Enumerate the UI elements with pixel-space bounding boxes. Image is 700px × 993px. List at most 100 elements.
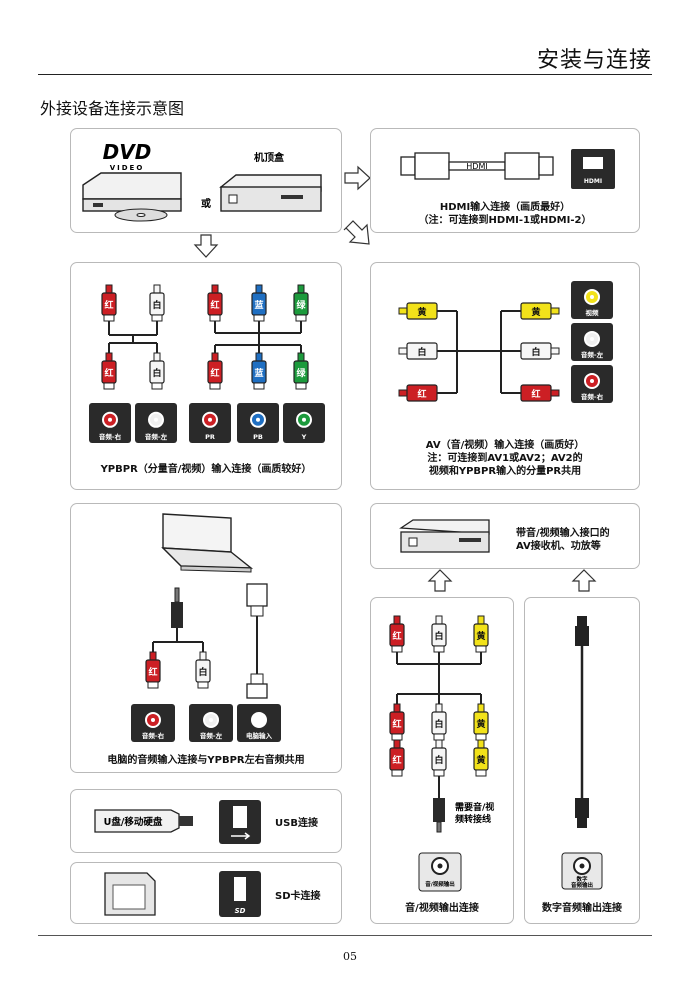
av-left-plug-2: 红	[398, 384, 438, 402]
coax-cable-icon	[575, 616, 589, 828]
usb-label: USB连接	[275, 818, 318, 829]
avout-low-plug-2-label: 黄	[476, 754, 485, 766]
avout-note-2: 频转接线	[455, 813, 491, 825]
pc-port-0: 音频-右	[131, 704, 175, 742]
dvd-logo-sub: VIDEO	[110, 164, 145, 172]
ypbpr-top-plug-1: 白	[149, 284, 165, 322]
avout-low-plug-0-label: 红	[392, 754, 401, 766]
ypbpr-bottom-plug-3-label: 蓝	[254, 367, 263, 379]
ypbpr-bottom-plug-2: 红	[207, 352, 223, 390]
avout-port-label: 音/视频输出	[425, 880, 455, 888]
hdmi-cable-label: HDMI	[466, 162, 487, 171]
pc-port-0-label: 音频-右	[142, 731, 165, 740]
pc-port-1-label: 音频-左	[200, 731, 223, 740]
ypbpr-bottom-plug-4-label: 绿	[296, 367, 306, 379]
pc-plug-0: 红	[145, 651, 161, 689]
pc-plug-0-label: 红	[148, 666, 157, 678]
av-left-plug-1: 白	[398, 342, 438, 360]
hdmi-illustration: HDMI HDMI	[400, 149, 615, 189]
vga-cable-icon	[246, 583, 268, 699]
hdmi-cable-icon: HDMI	[400, 152, 554, 180]
avout-mid-plug-0: 红	[389, 703, 405, 741]
av-left-plug-label-0: 黄	[417, 306, 426, 318]
av-left-plug-label-2: 红	[417, 388, 426, 400]
svg-text:SD: SD	[235, 907, 246, 915]
ypbpr-top-plug-4: 绿	[293, 284, 309, 322]
avout-top-plug-1: 白	[431, 615, 447, 653]
digital-out-caption: 数字音频输出连接	[542, 903, 622, 914]
page-header-title: 安装与连接	[536, 48, 652, 73]
footer-rule	[38, 935, 652, 936]
avout-low-plug-1: 白	[431, 739, 447, 777]
receiver-label-1: 带音/视频输入接口的	[516, 528, 610, 539]
panel-hdmi: HDMI HDMI HDMI输入连接（画质最好） （注：可连接到HDMI-1或H…	[370, 128, 640, 233]
ypbpr-bottom-plug-0-label: 红	[104, 367, 113, 379]
sd-card-icon	[104, 872, 156, 916]
sd-slot-icon: SD	[219, 871, 261, 917]
avout-mid-plug-0-label: 红	[392, 718, 401, 730]
audio-jack-plug	[171, 587, 183, 628]
ypbpr-port-4: Y	[283, 403, 325, 443]
ypbpr-port-3-label: PB	[253, 433, 263, 441]
digital-out-illustration: 数字 音频输出	[561, 616, 603, 890]
dvd-logo: DVD	[103, 140, 152, 164]
ypbpr-port-0: 音频-右	[89, 403, 131, 443]
receiver-illustration	[399, 519, 490, 553]
pc-illustration: 红 白音频-右 音频-左 电脑输入	[131, 513, 281, 742]
pc-port-2: 电脑输入	[237, 704, 281, 742]
flow-arrows-right	[343, 165, 371, 245]
pc-port-1: 音频-左	[189, 704, 233, 742]
flow-arrow-up-1	[427, 569, 453, 592]
arrow-up-icon	[427, 569, 453, 592]
panel-sd: SD SD卡连接	[70, 862, 342, 924]
arrow-diagonal-icon	[343, 220, 370, 245]
av-out-illustration: 红白黄红白黄红白黄需要音/视频转接线音/视频输出	[389, 615, 494, 892]
av-caption-3: 视频和YPBPR输入的分量PR共用	[428, 466, 582, 477]
ypbpr-top-plug-0: 红	[101, 284, 117, 322]
ypbpr-top-plug-3-label: 蓝	[254, 299, 263, 311]
or-label: 或	[201, 197, 211, 210]
pc-plug-1-label: 白	[198, 666, 207, 678]
pc-plug-1: 白	[195, 651, 211, 689]
usb-device-label: U盘/移动硬盘	[104, 816, 163, 828]
ypbpr-top-plug-2: 红	[207, 284, 223, 322]
panel-av: 黄黄白白红红视频音频-左音频-右 AV（音/视频）输入连接（画质好） 注：可连接…	[370, 262, 640, 490]
av-left-plug-0: 黄	[398, 302, 438, 320]
av-port-2-label: 音频-右	[581, 392, 604, 401]
ypbpr-port-3: PB	[237, 403, 279, 443]
avout-top-plug-1-label: 白	[434, 630, 443, 642]
dvd-player-icon	[82, 172, 182, 222]
pc-port-2-label: 电脑输入	[246, 731, 273, 740]
ypbpr-bottom-plug-1-label: 白	[152, 367, 161, 379]
av-right-plug-label-0: 黄	[531, 306, 540, 318]
avout-low-plug-1-label: 白	[434, 754, 443, 766]
digital-audio-port-icon: 数字 音频输出	[561, 852, 603, 890]
avout-mid-plug-1: 白	[431, 703, 447, 741]
av-port-2: 音频-右	[571, 365, 613, 403]
av-right-plug-0: 黄	[520, 302, 560, 320]
ypbpr-bottom-plug-2-label: 红	[210, 367, 219, 379]
ypbpr-top-plug-0-label: 红	[104, 299, 113, 311]
av-right-plug-1: 白	[520, 342, 560, 360]
avout-note-1: 需要音/视	[455, 801, 494, 813]
av-caption-1: AV（音/视频）输入连接（画质好）	[425, 440, 585, 451]
panel-pc: 红白音频-右音频-左电脑输入 电脑的音频输入连接与YPBPR左右音频共用	[70, 503, 342, 773]
hdmi-port-label: HDMI	[584, 178, 602, 185]
av-port-1: 音频-左	[571, 323, 613, 361]
av-illustration: 黄黄白白红红视频音频-左音频-右	[398, 281, 613, 403]
av-caption-2: 注：可连接到AV1或AV2；AV2的	[427, 453, 583, 464]
ypbpr-port-1-label: 音频-左	[145, 432, 168, 441]
avout-mid-plug-2-label: 黄	[476, 718, 485, 730]
arrow-up-icon	[571, 569, 597, 592]
av-port-0-label: 视频	[586, 308, 600, 317]
avout-low-plug-0: 红	[389, 739, 405, 777]
panel-av-out: 红白黄红白黄红白黄需要音/视频转接线音/视频输出 音/视频输出连接	[370, 597, 514, 924]
ypbpr-bottom-plug-1: 白	[149, 352, 165, 390]
usb-port-icon	[219, 800, 261, 844]
panel-digital-out: 数字 音频输出 数字音频输出连接	[524, 597, 640, 924]
ypbpr-bottom-plug-0: 红	[101, 352, 117, 390]
sd-illustration: SD	[104, 871, 261, 917]
panel-usb: U盘/移动硬盘 USB连接	[70, 789, 342, 853]
ypbpr-bottom-plug-4: 绿	[293, 352, 309, 390]
